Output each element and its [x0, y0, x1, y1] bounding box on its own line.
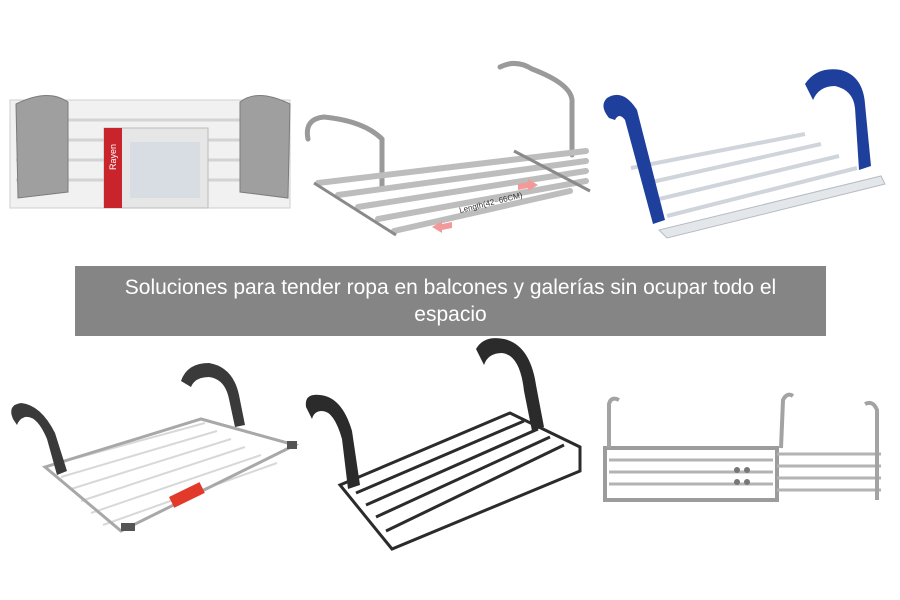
box-brand-label: Rayen [108, 144, 118, 170]
caption-banner: Soluciones para tender ropa en balcones … [75, 266, 826, 336]
caption-text: Soluciones para tender ropa en balcones … [124, 276, 777, 326]
product-photo-folding-rack [595, 390, 895, 520]
product-photo-grey-hook-rack [5, 355, 305, 540]
product-photo-boxed-rack: Rayen [8, 80, 298, 220]
product-photo-black-rack [300, 335, 600, 565]
product-photo-steel-rack: Length(42~66CM) [300, 55, 600, 250]
product-photo-blue-hook-rack [595, 60, 895, 245]
